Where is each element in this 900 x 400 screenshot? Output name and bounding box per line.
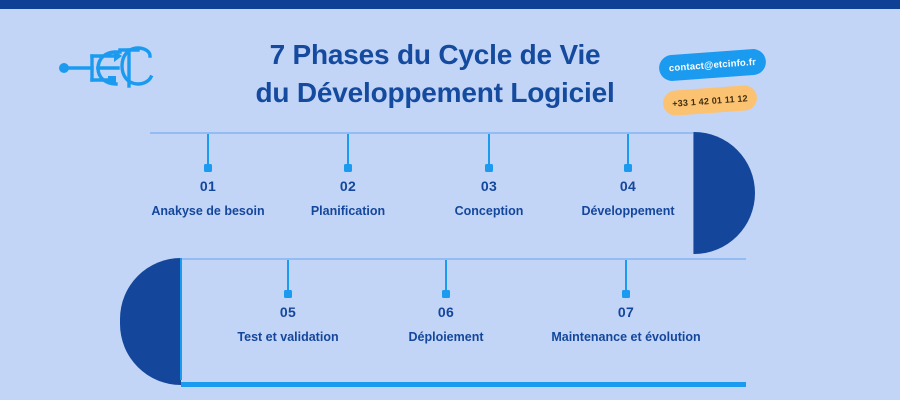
phase-band-row-2-edge [180, 258, 182, 380]
phase-label: Développement [581, 204, 675, 218]
phase-label: Test et validation [237, 330, 339, 344]
phase-connector-line [347, 134, 349, 168]
phase-number: 07 [617, 304, 635, 320]
page-title-line-1: 7 Phases du Cycle de Vie [269, 39, 601, 70]
phase-marker-dot-icon [622, 290, 630, 298]
phase-label: Anakyse de besoin [151, 204, 265, 218]
phase-number: 05 [279, 304, 297, 320]
phase-number: 02 [339, 178, 357, 194]
phase-band-row-2 [181, 258, 746, 387]
phase-marker-dot-icon [485, 164, 493, 172]
page-title-line-2: du Développement Logiciel [255, 77, 615, 108]
phase-label: Planification [310, 204, 386, 218]
phase-band-row-2-start-cap [120, 258, 181, 385]
contact-email-badge[interactable]: contact@etcinfo.fr [658, 48, 767, 82]
phase-label: Maintenance et évolution [551, 330, 701, 344]
phase-number: 03 [480, 178, 498, 194]
contact-phone-badge[interactable]: +33 1 42 01 11 12 [662, 84, 758, 117]
phase-number: 06 [437, 304, 455, 320]
phase-marker-dot-icon [284, 290, 292, 298]
page-title: 7 Phases du Cycle de Vie du Développemen… [205, 36, 665, 112]
phase-connector-line [287, 260, 289, 294]
etc-usb-logo [58, 42, 154, 94]
phase-marker-dot-icon [624, 164, 632, 172]
phase-marker-dot-icon [344, 164, 352, 172]
phase-number: 04 [619, 178, 637, 194]
phase-marker-dot-icon [442, 290, 450, 298]
phase-connector-line [207, 134, 209, 168]
phase-label: Conception [454, 204, 524, 218]
phase-connector-line [627, 134, 629, 168]
phase-marker-dot-icon [204, 164, 212, 172]
phase-band-row-1 [150, 132, 695, 256]
phase-connector-line [625, 260, 627, 294]
phase-label: Déploiement [408, 330, 484, 344]
etc-usb-logo-icon [59, 46, 154, 88]
top-accent-bar [0, 0, 900, 9]
phase-connector-line [445, 260, 447, 294]
phase-connector-line [488, 134, 490, 168]
phase-number: 01 [199, 178, 217, 194]
